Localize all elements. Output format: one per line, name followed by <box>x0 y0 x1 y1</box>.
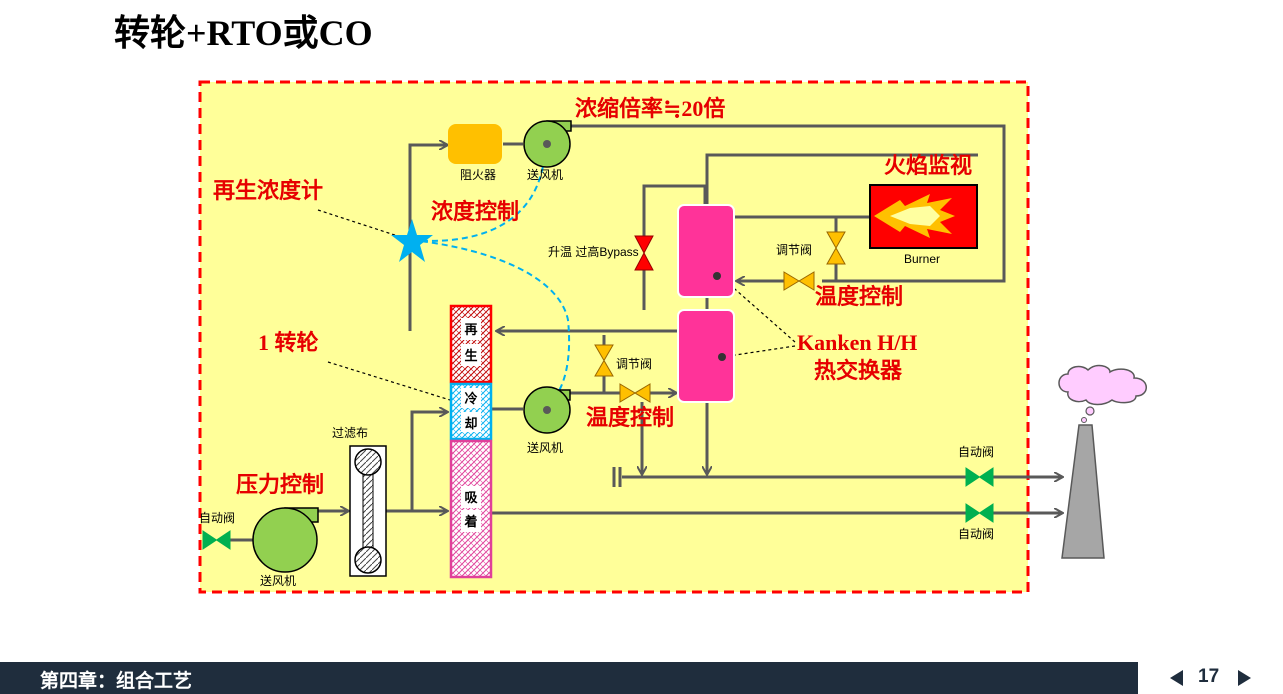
cloud-icon <box>1058 364 1147 423</box>
flame-monitor-label: 火焰监视 <box>884 153 972 178</box>
valve-icon <box>826 231 846 265</box>
pager: 17 <box>1160 662 1283 694</box>
valve-icon <box>202 530 231 550</box>
wheel-regen-text-1: 再 <box>464 322 477 337</box>
fan-top-label: 送风机 <box>527 167 563 182</box>
fan-icon <box>523 386 571 434</box>
page-title: 转轮+RTO或CO <box>114 13 373 53</box>
valve-icon <box>619 383 651 403</box>
valve-icon <box>965 503 994 523</box>
wheel-absorb-text-2: 着 <box>463 514 477 529</box>
wheel-cool-text-1: 冷 <box>464 391 477 406</box>
wheel-regen-text-2: 生 <box>464 348 477 363</box>
valve-reg-label-1: 调节阀 <box>616 357 652 371</box>
valve-icon <box>634 235 654 271</box>
wheel-absorb-text-1: 吸 <box>464 490 478 505</box>
fan-mid-label: 送风机 <box>527 440 563 455</box>
burner <box>869 184 978 249</box>
auto-valve-label-1: 自动阀 <box>199 511 235 525</box>
wheel-cool-text-2: 却 <box>464 416 477 431</box>
wheel-label: 1 转轮 <box>258 330 319 355</box>
process-panel <box>198 80 1030 594</box>
footer-bar <box>0 662 1138 694</box>
auto-valve-label-3: 自动阀 <box>958 527 994 541</box>
pressure-control-label: 压力控制 <box>236 472 324 497</box>
star-icon <box>391 219 433 262</box>
valve-icon <box>965 467 994 487</box>
heat-exchanger-upper <box>677 204 735 298</box>
valve-icon <box>594 344 614 377</box>
heat-exchanger-label-1: Kanken H/H <box>797 330 917 355</box>
bypass-label: 升温 过高Bypass <box>548 244 639 259</box>
flame-arrester <box>448 124 502 164</box>
concentration-ratio-label: 浓缩倍率≒20倍 <box>575 96 725 121</box>
filter-cloth <box>349 445 387 577</box>
fan-icon <box>252 507 319 573</box>
auto-valve-label-2: 自动阀 <box>958 445 994 459</box>
burner-label: Burner <box>904 252 940 266</box>
wheel-absorb-zone <box>449 439 493 579</box>
page-number: 17 <box>1198 666 1220 687</box>
rotor-wheel: 再 生 冷 却 吸 着 <box>449 304 493 579</box>
flame-icon <box>874 194 955 238</box>
fan-icon <box>523 120 572 168</box>
regen-meter-label: 再生浓度计 <box>213 178 323 203</box>
heat-exchanger-lower <box>677 309 735 403</box>
temp-control-label-2: 温度控制 <box>586 405 674 430</box>
valve-icon <box>783 271 815 291</box>
heat-exchanger-label-2: 热交换器 <box>814 358 903 383</box>
chapter-label: 第四章：组合工艺 <box>40 671 193 692</box>
filter-label: 过滤布 <box>332 426 368 440</box>
next-page-icon[interactable] <box>1238 670 1251 686</box>
concentration-control-label: 浓度控制 <box>431 199 519 224</box>
fan-bottom-label: 送风机 <box>260 573 296 588</box>
temp-control-label-1: 温度控制 <box>815 284 903 309</box>
prev-page-icon[interactable] <box>1170 670 1183 686</box>
chimney-icon <box>1061 424 1105 559</box>
sensor-lines <box>411 149 571 406</box>
valve-reg-label-2: 调节阀 <box>776 243 812 257</box>
flame-arrester-label: 阻火器 <box>460 168 496 182</box>
